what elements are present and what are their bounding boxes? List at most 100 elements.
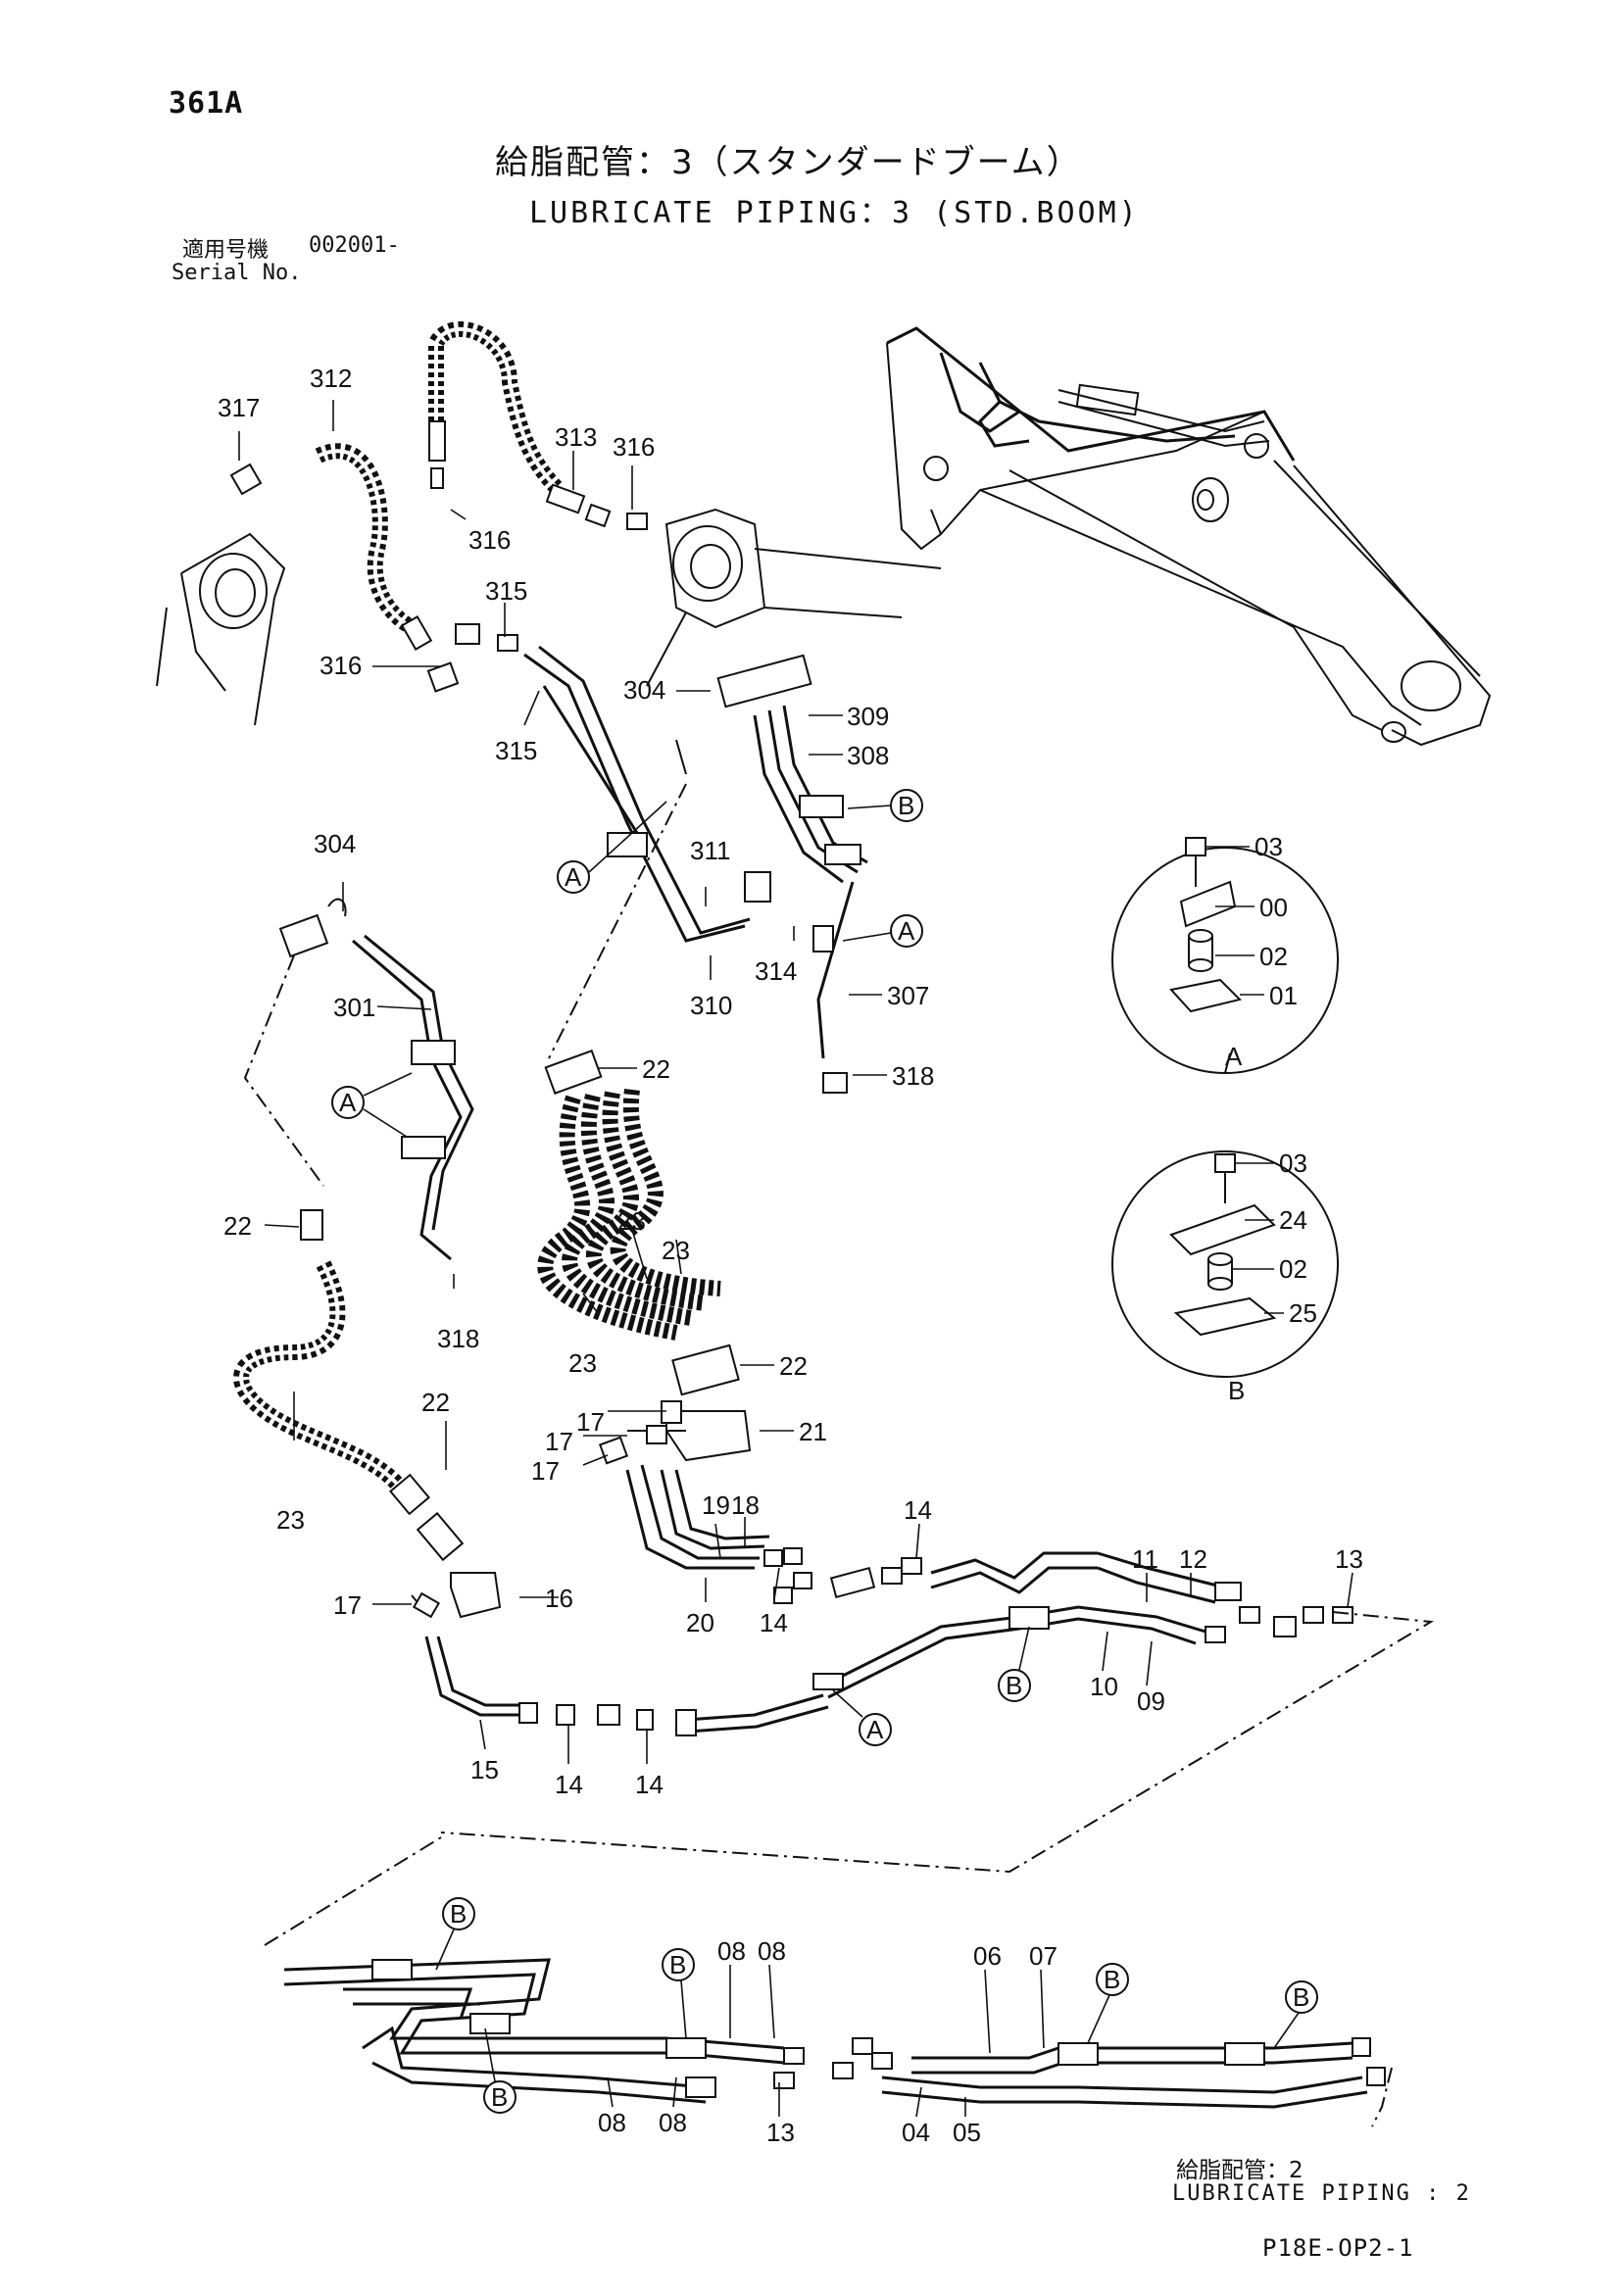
callout-13: 13 bbox=[1335, 1544, 1363, 1574]
callout-304: 304 bbox=[623, 675, 665, 705]
ref-marker-b-text: B bbox=[898, 791, 914, 820]
callout-22: 22 bbox=[421, 1388, 450, 1417]
callout-13: 13 bbox=[766, 2118, 795, 2147]
callout-315: 315 bbox=[495, 736, 537, 765]
ref-marker-b-text: B bbox=[1104, 1965, 1120, 1994]
callout-08: 08 bbox=[598, 2108, 626, 2137]
page-title-english: LUBRICATE PIPING：3 (STD.BOOM) bbox=[529, 196, 1140, 230]
ref-marker-b-text: B bbox=[491, 2082, 508, 2112]
detail-a-part-02: 02 bbox=[1259, 942, 1288, 971]
ref-marker-b bbox=[1285, 1980, 1318, 2014]
callout-19: 19 bbox=[702, 1490, 730, 1520]
callout-304: 304 bbox=[314, 829, 356, 858]
callout-21: 21 bbox=[799, 1417, 827, 1446]
left-pipe-assembly bbox=[233, 898, 502, 1619]
callout-310: 310 bbox=[690, 991, 732, 1020]
boom-overview-drawing bbox=[886, 326, 1492, 747]
callout-23: 23 bbox=[617, 1206, 646, 1236]
detail-a-part-00: 00 bbox=[1259, 893, 1288, 922]
callout-316: 316 bbox=[613, 432, 655, 462]
boom-pipe-assembly bbox=[523, 645, 868, 1094]
pipe-15-assembly bbox=[411, 1591, 654, 1731]
reference-markers: A A A B B A B B B B B bbox=[331, 789, 1318, 2114]
callout-313: 313 bbox=[555, 422, 597, 452]
detail-a-part-01: 01 bbox=[1269, 981, 1298, 1010]
callout-317: 317 bbox=[218, 393, 260, 422]
callout-10: 10 bbox=[1090, 1672, 1118, 1701]
ref-marker-a bbox=[859, 1713, 892, 1746]
callout-20: 20 bbox=[686, 1608, 714, 1637]
callout-leaders bbox=[238, 400, 1353, 2118]
detail-b-part-25: 25 bbox=[1289, 1298, 1317, 1328]
callout-12: 12 bbox=[1179, 1544, 1207, 1574]
callout-14: 14 bbox=[760, 1608, 788, 1637]
ref-marker-b-text: B bbox=[1293, 1982, 1309, 2012]
callout-06: 06 bbox=[973, 1941, 1002, 1971]
ref-marker-b bbox=[662, 1948, 695, 1981]
ref-marker-b-text: B bbox=[1006, 1671, 1022, 1700]
callout-17: 17 bbox=[333, 1590, 362, 1620]
callout-14: 14 bbox=[555, 1770, 583, 1799]
callout-16: 16 bbox=[545, 1584, 573, 1613]
ref-marker-a-text: A bbox=[898, 916, 915, 946]
callout-315: 315 bbox=[485, 576, 527, 606]
center-hose-bundle bbox=[537, 783, 752, 1465]
ref-marker-a bbox=[890, 914, 923, 948]
detail-a-part-03: 03 bbox=[1254, 832, 1283, 861]
ref-marker-b bbox=[442, 1897, 475, 1930]
boom-pin-boss bbox=[646, 508, 942, 687]
ref-marker-a-text: A bbox=[339, 1088, 357, 1117]
ref-marker-a-text: A bbox=[565, 862, 582, 892]
callout-309: 309 bbox=[847, 702, 889, 731]
callout-14: 14 bbox=[904, 1495, 932, 1525]
callout-09: 09 bbox=[1137, 1686, 1165, 1716]
callout-22: 22 bbox=[223, 1211, 252, 1241]
sub-figure-title-english: LUBRICATE PIPING : 2 bbox=[1172, 2181, 1471, 2206]
callout-11: 11 bbox=[1132, 1544, 1158, 1574]
serial-number-value: 002001- bbox=[309, 233, 400, 258]
detail-a-view bbox=[1111, 837, 1339, 1074]
left-bracket bbox=[156, 532, 286, 726]
callout-318: 318 bbox=[892, 1061, 934, 1091]
ref-marker-b-text: B bbox=[450, 1899, 467, 1929]
callout-318: 318 bbox=[437, 1324, 479, 1353]
callout-15: 15 bbox=[470, 1755, 499, 1784]
ref-marker-a bbox=[331, 1086, 365, 1119]
detail-b-view bbox=[1111, 1150, 1339, 1378]
callout-17: 17 bbox=[545, 1427, 573, 1456]
callout-23: 23 bbox=[276, 1505, 305, 1535]
lubricate-piping-2-drawing bbox=[264, 1833, 1393, 2127]
ref-marker-b bbox=[1096, 1963, 1129, 1996]
callout-05: 05 bbox=[953, 2118, 981, 2147]
callout-23: 23 bbox=[568, 1348, 597, 1378]
callout-312: 312 bbox=[310, 364, 352, 393]
document-code: P18E-OP2-1 bbox=[1262, 2234, 1414, 2262]
page-code: 361A bbox=[169, 86, 244, 121]
detail-b-part-03: 03 bbox=[1279, 1148, 1307, 1178]
ref-marker-a-text: A bbox=[866, 1715, 884, 1744]
upper-hose-assembly bbox=[229, 320, 648, 693]
serial-label-japanese: 適用号機 bbox=[182, 238, 270, 263]
callout-18: 18 bbox=[731, 1490, 760, 1520]
callout-314: 314 bbox=[755, 956, 797, 986]
callout-307: 307 bbox=[887, 981, 929, 1010]
ref-marker-b-text: B bbox=[669, 1950, 686, 1979]
callout-14: 14 bbox=[635, 1770, 664, 1799]
callout-07: 07 bbox=[1029, 1941, 1057, 1971]
sub-figure-title-japanese: 給脂配管：2 bbox=[1176, 2158, 1303, 2183]
callout-17: 17 bbox=[576, 1407, 605, 1437]
callout-316: 316 bbox=[320, 651, 362, 680]
page-title-japanese: 給脂配管：3（スタンダードブーム） bbox=[495, 143, 1082, 182]
serial-label-english: Serial No. bbox=[172, 261, 302, 285]
callout-301: 301 bbox=[333, 993, 375, 1022]
callout-08: 08 bbox=[717, 1936, 746, 1966]
detail-b-part-24: 24 bbox=[1279, 1205, 1307, 1235]
detail-b-part-02: 02 bbox=[1279, 1254, 1307, 1284]
callout-311: 311 bbox=[690, 836, 730, 865]
ref-marker-b bbox=[483, 2080, 516, 2114]
detail-b-label: B bbox=[1228, 1376, 1245, 1405]
part-callouts: 317 312 313 316 316 315 316 315 304 309 … bbox=[218, 364, 1363, 2147]
callout-316: 316 bbox=[468, 525, 511, 555]
callout-22: 22 bbox=[779, 1351, 808, 1381]
